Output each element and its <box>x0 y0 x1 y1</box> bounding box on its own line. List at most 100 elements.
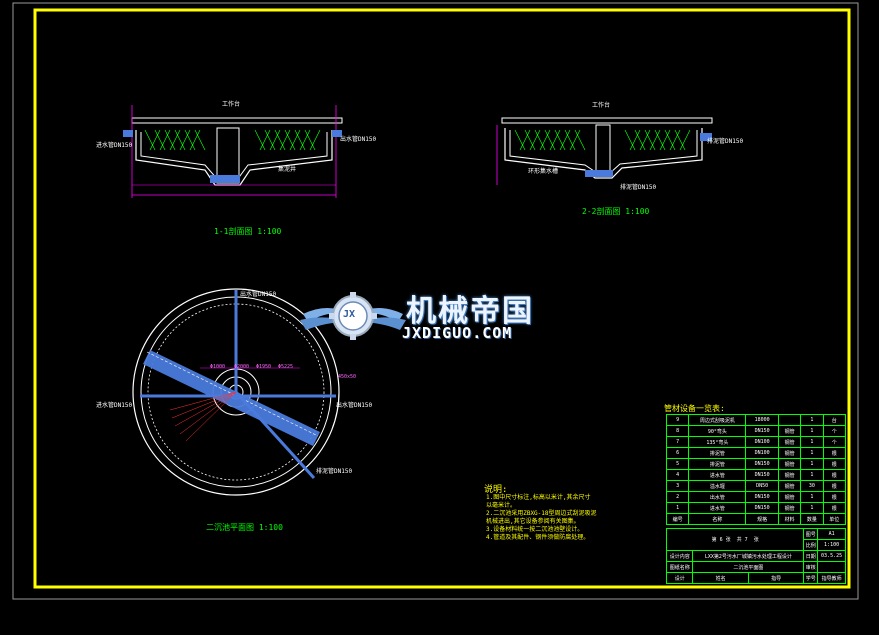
notes-line-6: 4.管道及其配件、钢件须做防腐处理。 <box>486 534 590 541</box>
bom-cell: 钢管 <box>777 436 802 448</box>
bom-cell: 30 <box>800 480 824 492</box>
bom-cell: 8 <box>665 425 690 437</box>
bom-cell: 1 <box>800 491 824 503</box>
bom-cell: 钢管 <box>777 491 802 503</box>
notes-line-5: 3.设备材料统一按二沉池池壁设计。 <box>486 526 584 533</box>
watermark-sub-text: JXDIGUO.COM <box>402 324 513 342</box>
drawing-no: A1 <box>817 528 846 540</box>
plan-dim-4: Φ5225 <box>278 364 294 370</box>
bom-cell: DN150 <box>745 491 779 503</box>
bom-cell: 台 <box>822 414 847 426</box>
row-label-project: 设计内容 <box>665 550 694 562</box>
section-2-2 <box>496 117 713 185</box>
bom-header-row: 编号名称规格材料数量单位 <box>665 513 847 525</box>
bom-cell: 4 <box>665 469 690 481</box>
title-block: 第 6 张 共 7 张 图号 A1 比例 1:100 设计内容 LXX第2号污水… <box>665 528 846 584</box>
bom-cell: 进水管 <box>688 469 747 481</box>
bom-cell: 3 <box>665 480 690 492</box>
watermark-main-text: 机械帝国 <box>406 294 534 329</box>
plan-dim-3: Φ1950 <box>256 364 272 370</box>
signature-cell: 姓名 <box>692 572 749 584</box>
date-value: 03.5.25 <box>817 550 846 562</box>
bom-cell: 1 <box>800 436 824 448</box>
bom-cell: 1 <box>800 458 824 470</box>
bom-cell: 规格 <box>745 513 779 525</box>
plan-view <box>132 288 340 496</box>
signature-cell: 指导教师 <box>817 572 846 584</box>
section1-inner-label: 集泥井 <box>278 166 297 173</box>
bom-cell: 钢管 <box>777 425 802 437</box>
bom-cell <box>777 414 802 426</box>
scale-label: 比例 <box>803 539 819 551</box>
section1-title: 1-1剖面图 1:100 <box>214 227 282 236</box>
gear-wings-icon <box>300 292 406 340</box>
bom-cell: 数量 <box>800 513 824 525</box>
watermark-emblem: JX <box>343 309 356 320</box>
bom-cell: DN150 <box>745 502 779 514</box>
plan-dim-2: Φ2000 <box>234 364 250 370</box>
date-label: 日期 <box>803 550 819 562</box>
section2-top-label: 工作台 <box>592 102 611 109</box>
sheet-suffix: 张 <box>753 537 759 543</box>
bom-cell: 个 <box>822 436 847 448</box>
plan-slope-label: 450x50 <box>338 374 357 380</box>
section2-title: 2-2剖面图 1:100 <box>582 207 650 216</box>
bom-cell: 根 <box>822 491 847 503</box>
watermark-logo: JX 机械帝国 JXDIGUO.COM <box>298 284 588 350</box>
plan-left-label: 进水管DN150 <box>96 402 133 409</box>
bom-cell: DN50 <box>745 480 779 492</box>
bom-cell: 1 <box>800 469 824 481</box>
bom-cell: 1 <box>800 425 824 437</box>
project-name: LXX第2号污水厂城镇污水处理工程设计 <box>692 550 805 562</box>
total-label: 共 7 <box>736 537 748 543</box>
section1-left-label: 进水管DN150 <box>96 142 133 149</box>
plan-bottom-label: 排泥管DN150 <box>316 468 353 475</box>
signature-cell: 设计 <box>665 572 694 584</box>
bom-cell: 钢管 <box>777 502 802 514</box>
bom-cell: DN150 <box>745 469 779 481</box>
section1-top-label: 工作台 <box>222 101 241 108</box>
notes-line-2: 以毫米计。 <box>486 502 517 509</box>
signature-row: 设计姓名指导学号指导教师 <box>665 572 846 584</box>
row-label-drawing: 图纸名称 <box>665 561 694 573</box>
drawing-no-label: 图号 <box>803 528 819 540</box>
signature-cell: 指导 <box>747 572 805 584</box>
notes-heading: 说明: <box>484 485 508 495</box>
sheet-label: 第 6 张 <box>711 537 731 543</box>
bom-cell: 个 <box>822 425 847 437</box>
section2-bottom-label: 排泥管DN150 <box>620 184 657 191</box>
bom-cell: 7 <box>665 436 690 448</box>
bom-cell: DN100 <box>745 436 779 448</box>
bom-cell: 排泥管 <box>688 447 747 459</box>
outer-frame <box>12 2 859 600</box>
bom-cell: 5 <box>665 458 690 470</box>
bom-cell: 90°弯头 <box>688 425 747 437</box>
plan-title: 二沉池平面图 1:100 <box>206 523 283 532</box>
bom-cell: 18000 <box>745 414 779 426</box>
section2-right-label: 排泥管DN150 <box>707 138 744 145</box>
bom-cell: 周边式刮吸泥机 <box>688 414 747 426</box>
bom-cell: 1 <box>800 447 824 459</box>
section2-left-label: 环形集水槽 <box>528 168 559 175</box>
notes-line-1: 1.图中尺寸标注,标高以米计,其余尺寸 <box>486 494 591 501</box>
bom-cell: 钢管 <box>777 480 802 492</box>
bom-cell: 135°弯头 <box>688 436 747 448</box>
bom-cell: 9 <box>665 414 690 426</box>
bom-cell: 出水管 <box>688 491 747 503</box>
bom-cell: 钢管 <box>777 469 802 481</box>
plan-dim-1: Φ1000 <box>210 364 226 370</box>
bom-cell: DN150 <box>745 458 779 470</box>
bom-cell: 1 <box>665 502 690 514</box>
bom-cell: 根 <box>822 480 847 492</box>
bom-cell: 根 <box>822 502 847 514</box>
scale-value: 1:100 <box>817 539 846 551</box>
notes-line-3: 2.二沉池采用ZBXG-18型周边式刮泥吸泥 <box>486 510 597 517</box>
